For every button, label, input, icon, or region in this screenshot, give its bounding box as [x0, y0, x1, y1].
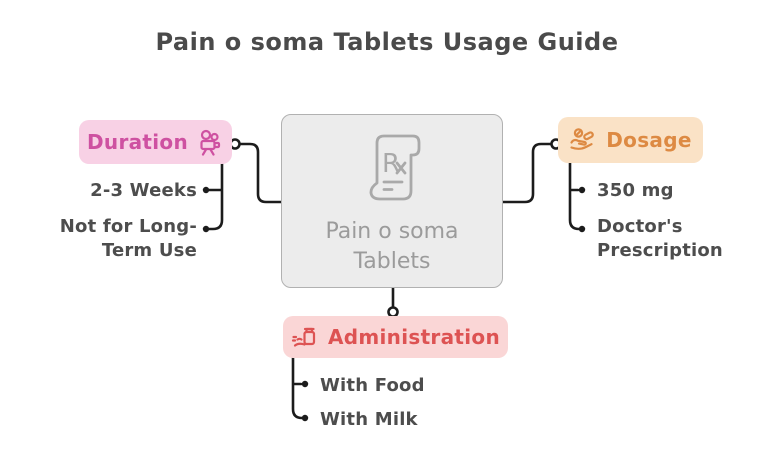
- branch-line-duration: [207, 161, 224, 231]
- bullet-dot: [202, 186, 210, 194]
- bullet-dot: [301, 380, 309, 388]
- page-title: Pain o soma Tablets Usage Guide: [155, 28, 619, 56]
- movie-camera-icon: [197, 129, 224, 156]
- svg-text:R: R: [382, 149, 400, 179]
- prescription-rx-icon: R: [349, 125, 435, 215]
- bullet-dot: [578, 225, 586, 233]
- branch-label-administration[interactable]: Administration: [283, 316, 508, 358]
- connector-dosage: [501, 142, 552, 204]
- duration-item-1: 2-3 Weeks: [90, 180, 197, 201]
- duration-label-text: Duration: [87, 130, 188, 154]
- dosage-item-2: Doctor's Prescription: [597, 216, 723, 261]
- bullet-dot: [578, 186, 586, 194]
- bullet-dot: [301, 414, 309, 422]
- branch-line-dosage: [568, 161, 581, 231]
- branch-label-duration[interactable]: Duration: [79, 120, 232, 164]
- administration-label-text: Administration: [327, 325, 500, 349]
- branch-line-administration: [291, 356, 304, 420]
- connector-duration: [239, 142, 283, 204]
- medicine-bottle-icon: [291, 324, 319, 351]
- dosage-item-1: 350 mg: [597, 180, 674, 201]
- administration-item-2: With Milk: [320, 409, 418, 430]
- bullet-dot: [202, 225, 210, 233]
- duration-item-2: Not for Long-Term Use: [59, 216, 197, 261]
- center-node-pain-o-soma[interactable]: R Pain o soma Tablets: [281, 114, 503, 288]
- center-node-label: Pain o soma Tablets: [325, 219, 459, 274]
- branch-label-dosage[interactable]: Dosage: [558, 117, 703, 163]
- dosage-label-text: Dosage: [606, 128, 692, 152]
- administration-item-1: With Food: [320, 375, 425, 396]
- hand-holding-pills-icon: [569, 127, 597, 153]
